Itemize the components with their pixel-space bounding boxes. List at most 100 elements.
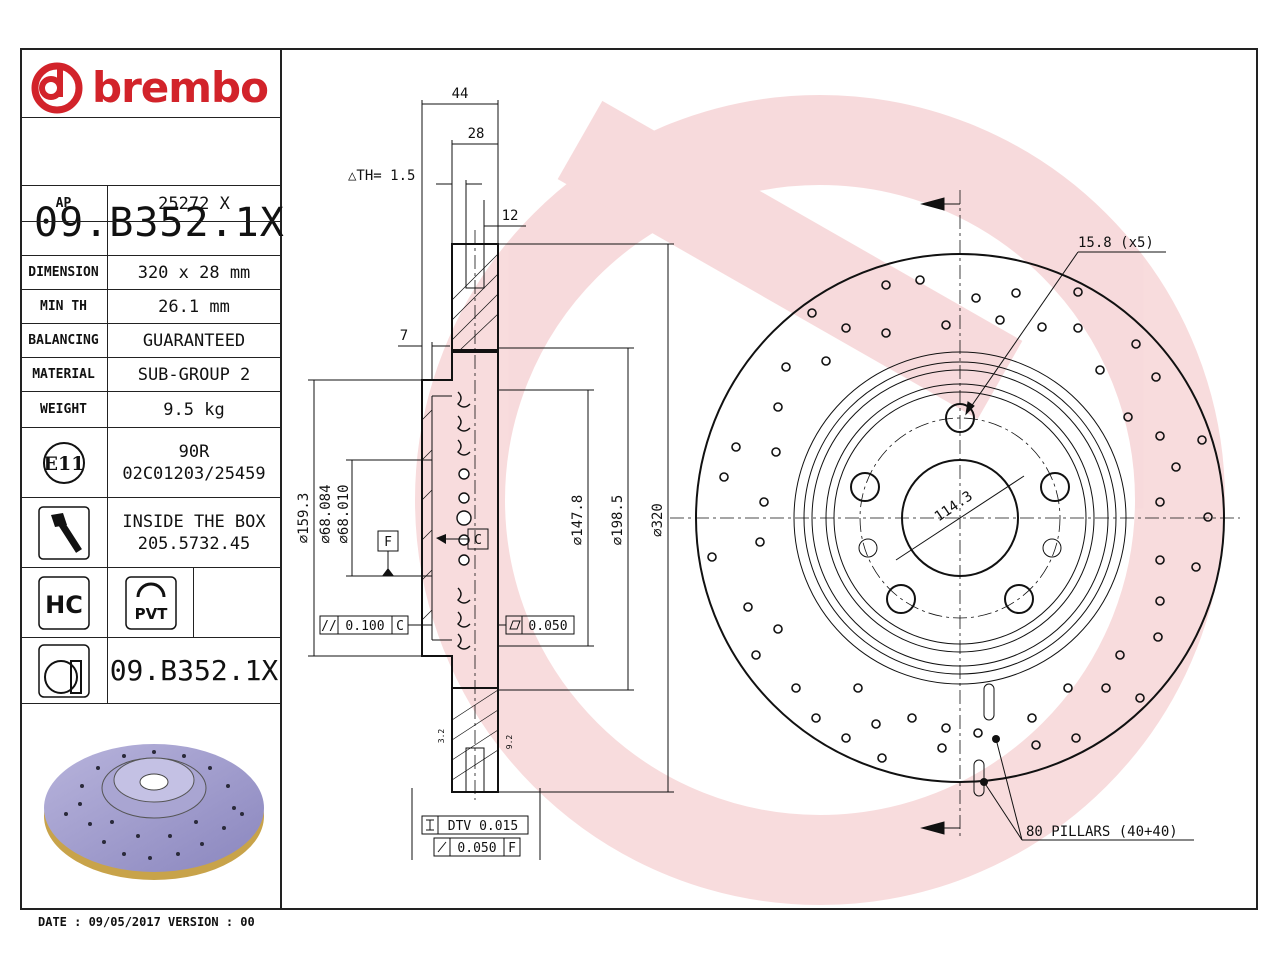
pcd-circle [859, 417, 1061, 619]
brand-name: brembo [92, 62, 269, 112]
disc-outer-edge [695, 253, 1225, 783]
dtv-tolerance: DTV 0.015 0.050 F [421, 815, 529, 857]
disc-render [20, 704, 280, 908]
dtv-symbol [426, 819, 434, 831]
lug-hole [1040, 472, 1070, 502]
spec-value: SUB-GROUP 2 [137, 364, 251, 385]
section-dim-text: 44 28 △TH= 1.5 12 7 ⌀320 ⌀198.5 ⌀147.8 ⌀… [296, 86, 666, 749]
parallel-tol-text: 0.100 [345, 619, 384, 634]
part-code: 09.B352.1X [34, 200, 285, 246]
runout-tol-text: 0.050 [457, 841, 496, 856]
spec-label: MATERIAL [20, 358, 108, 391]
spec-value: 320 x 28 mm [137, 262, 251, 283]
ring-3 [825, 383, 1095, 653]
e-mark-icon: E11 [42, 441, 85, 484]
title-block: brembo 09.B352.1X AP 25272 X DIMENSION 3… [20, 48, 284, 910]
datum-f-text: F [384, 535, 392, 550]
brembo-logo-icon [31, 62, 83, 114]
hc-badge-cell: HC [20, 568, 108, 637]
spec-label: WEIGHT [20, 392, 108, 427]
dim-plate: 12 [502, 208, 519, 224]
hardware-row: INSIDE THE BOX 205.5732.45 [20, 498, 280, 568]
spec-value: 25272 X [158, 193, 230, 214]
spec-value: GUARANTEED [142, 330, 246, 351]
lug-hole [945, 403, 975, 433]
pvt-badge-icon: PVT [124, 575, 177, 630]
flatness-tolerance: 0.050 [498, 615, 575, 635]
watermark-logo [415, 95, 1225, 905]
locator-hole [858, 538, 878, 558]
spec-row: MIN TH 26.1 mm [20, 290, 280, 324]
hardware-line2: 205.5732.45 [137, 533, 251, 554]
disc-profile-icon-cell [20, 638, 108, 703]
pvt-text: PVT [134, 605, 168, 623]
hardware-text: INSIDE THE BOX 205.5732.45 [108, 498, 280, 567]
cross-drill-holes [456, 468, 472, 566]
lug-hole [1004, 584, 1034, 614]
hc-text: HC [45, 591, 83, 619]
runout-ref-text: F [508, 841, 516, 856]
center-bore [901, 459, 1019, 577]
spec-label: AP [20, 186, 108, 221]
bottom-code-row: 09.B352.1X [20, 638, 280, 704]
disc-3d-render-image [44, 744, 264, 880]
screw-icon [37, 505, 90, 560]
dim-groove-a: 3.2 [437, 729, 446, 744]
dim-groove-b: 9.2 [505, 735, 514, 750]
datum-f: F [377, 530, 399, 576]
flatness-symbol [509, 620, 521, 630]
homologation-row: E11 90R 02C01203/25459 [20, 428, 280, 498]
flat-tol-text: 0.050 [528, 619, 567, 634]
spec-row: AP 25272 X [20, 186, 280, 222]
logo-row: brembo [20, 48, 280, 118]
spec-value: 9.5 kg [163, 399, 225, 420]
friction-inner-edge [793, 351, 1127, 685]
lug-holes [850, 403, 1070, 614]
lug-hole-callout: 15.8 (x5) [1078, 235, 1154, 251]
dim-delta-th: △TH= 1.5 [348, 168, 415, 184]
parallel-ref-text: C [396, 619, 404, 634]
disc-section-view [421, 230, 499, 800]
hardware-line1: INSIDE THE BOX [122, 511, 266, 532]
spec-row: MATERIAL SUB-GROUP 2 [20, 358, 280, 392]
badge-row: HC PVT [20, 568, 280, 638]
drill-holes [707, 275, 1213, 763]
spec-row: DIMENSION 320 x 28 mm [20, 256, 280, 290]
parallel-symbol: // [321, 619, 337, 634]
datum-c: C [436, 528, 489, 550]
datum-c-text: C [474, 533, 482, 548]
part-code-row: 09.B352.1X [20, 118, 284, 246]
homologation-line2: 02C01203/25459 [122, 463, 266, 484]
spec-row [20, 222, 280, 256]
pillar-markers [973, 683, 1000, 797]
section-dim-lines [308, 100, 674, 860]
front-leaders [895, 197, 1194, 841]
dim-bore-1: ⌀68.084 [318, 484, 334, 543]
runout-symbol [437, 841, 447, 853]
dim-inner-diameter: ⌀147.8 [570, 495, 586, 546]
spec-label: MIN TH [20, 290, 108, 323]
e11-badge-cell: E11 [20, 428, 108, 497]
spec-label [20, 222, 108, 255]
pvt-badge-cell: PVT [108, 568, 194, 637]
hc-badge-icon: HC [37, 575, 90, 630]
dim-outer-diameter: ⌀320 [650, 503, 666, 537]
ring-4 [833, 391, 1087, 645]
dim-hat-diameter: ⌀159.3 [296, 493, 312, 544]
hat-body [421, 351, 499, 689]
spec-value: 26.1 mm [158, 296, 230, 317]
lug-hole [886, 584, 916, 614]
brembo-logo: brembo [30, 60, 269, 114]
homologation-text: 90R 02C01203/25459 [108, 428, 280, 497]
hat-inner [431, 395, 452, 641]
spec-label: BALANCING [20, 324, 108, 357]
screw-icon-cell [20, 498, 108, 567]
ring-1 [803, 361, 1117, 675]
dim-bore-2: ⌀68.010 [336, 484, 352, 543]
disc-profile-icon [37, 643, 90, 698]
pillars-callout: 80 PILLARS (40+40) [1026, 824, 1178, 840]
footer-date-version: DATE : 09/05/2017 VERSION : 00 [38, 915, 255, 929]
drawing-frame [20, 48, 1258, 910]
pcd-dimension: 114.3 [932, 488, 976, 525]
